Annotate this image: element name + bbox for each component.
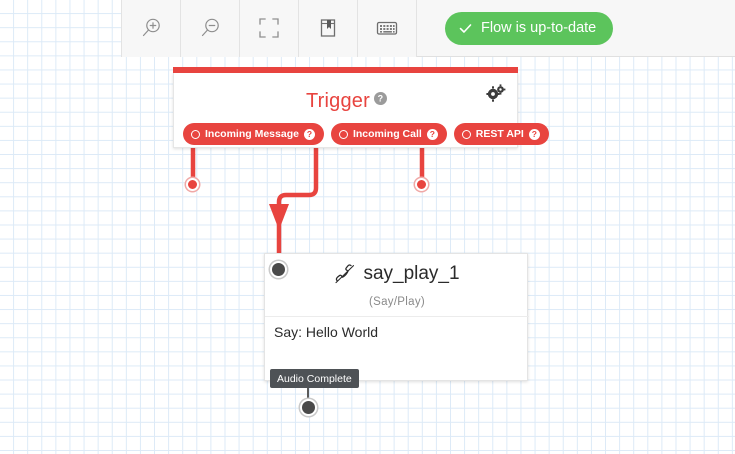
trigger-pill-rest-api[interactable]: REST API ?: [453, 123, 549, 145]
flow-status-label: Flow is up-to-date: [481, 20, 597, 36]
pill-connector-dot-icon: [461, 129, 471, 139]
fit-to-screen-icon: [259, 18, 279, 38]
zoom-out-button[interactable]: [181, 0, 240, 57]
say-play-node-subtitle: (Say/Play): [368, 296, 426, 308]
say-play-output-connector[interactable]: [300, 399, 317, 416]
trigger-node-title: Trigger ?: [174, 90, 519, 113]
trigger-pill-label: Incoming Message: [205, 128, 299, 140]
connector-endpoint-incoming-message[interactable]: [186, 178, 199, 191]
pill-help-icon[interactable]: ?: [528, 128, 540, 140]
trigger-node-accent-bar: [173, 67, 518, 73]
pill-help-icon[interactable]: ?: [426, 128, 438, 140]
trigger-pill-row: Incoming Message ? Incoming Call ? REST …: [183, 123, 549, 145]
pill-connector-dot-icon: [338, 129, 348, 139]
phone-icon: [335, 264, 355, 284]
bookmark-icon: [320, 19, 336, 37]
bookmark-button[interactable]: [299, 0, 358, 57]
zoom-in-button[interactable]: [122, 0, 181, 57]
trigger-pill-incoming-message[interactable]: Incoming Message ?: [183, 123, 324, 145]
zoom-out-icon: [201, 18, 219, 37]
say-play-node-name: say_play_1: [363, 263, 460, 284]
help-circle-icon[interactable]: ?: [374, 92, 387, 105]
canvas-toolbar: Flow is up-to-date: [121, 0, 735, 57]
zoom-in-icon: [142, 18, 160, 37]
connector-endpoint-rest-api[interactable]: [415, 178, 428, 191]
trigger-pill-label: REST API: [475, 128, 524, 140]
say-play-node-title: say_play_1: [265, 263, 529, 285]
say-play-node-divider: [265, 316, 529, 317]
fit-to-screen-button[interactable]: [240, 0, 299, 57]
trigger-pill-incoming-call[interactable]: Incoming Call ?: [330, 123, 447, 145]
trigger-node[interactable]: Trigger ?: [173, 67, 549, 148]
say-play-node-body: Say: Hello World: [274, 324, 379, 340]
say-play-output-label[interactable]: Audio Complete: [270, 369, 359, 388]
gears-icon[interactable]: [486, 84, 506, 102]
trigger-pill-label: Incoming Call: [352, 128, 422, 140]
keyboard-shortcuts-button[interactable]: [358, 0, 417, 57]
check-icon: [459, 23, 472, 33]
say-play-input-connector[interactable]: [270, 261, 287, 278]
flow-status-badge[interactable]: Flow is up-to-date: [445, 11, 614, 45]
pill-help-icon[interactable]: ?: [303, 128, 315, 140]
svg-text:?: ?: [378, 94, 384, 104]
keyboard-icon: [376, 21, 398, 35]
pill-connector-dot-icon: [191, 129, 200, 139]
say-play-node[interactable]: say_play_1 (Say/Play) Say: Hello World: [264, 253, 529, 381]
